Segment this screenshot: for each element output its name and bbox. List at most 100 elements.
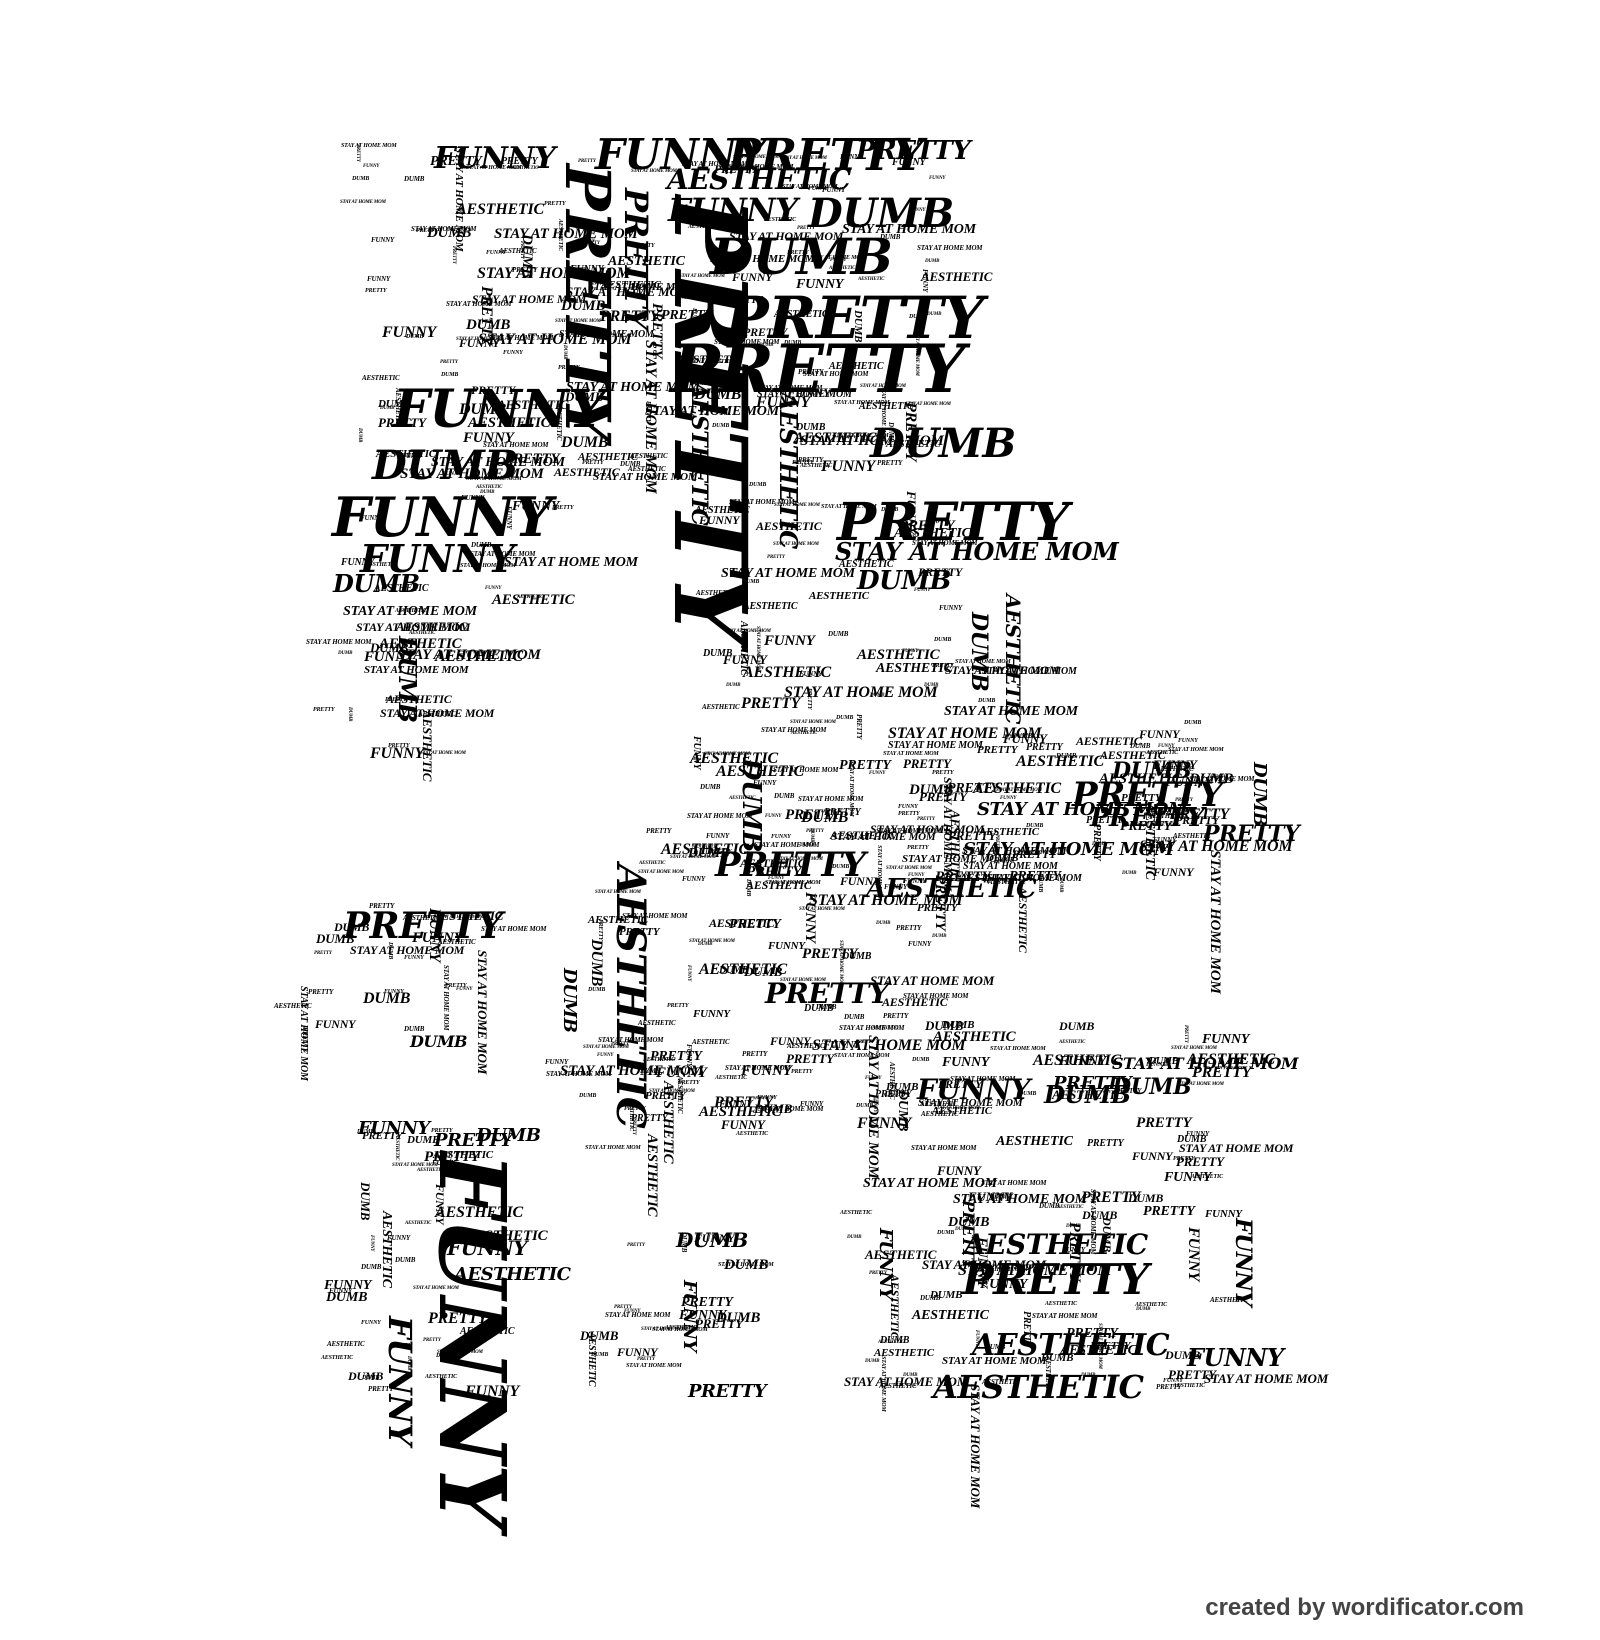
cloud-word-dumb: DUMB (357, 428, 362, 443)
cloud-word-stay-at-home-mom: STAY AT HOME MOM (917, 244, 983, 252)
cloud-word-aesthetic: AESTHETIC (379, 636, 462, 652)
cloud-word-stay-at-home-mom: STAY AT HOME MOM (790, 720, 836, 725)
cloud-word-pretty: PRETTY (938, 1077, 983, 1091)
cloud-word-dumb: DUMB (924, 683, 939, 688)
cloud-word-aesthetic: AESTHETIC (996, 1134, 1073, 1149)
cloud-word-stay-at-home-mom: STAY AT HOME MOM (888, 725, 1042, 742)
cloud-word-aesthetic: AESTHETIC (386, 692, 452, 706)
cloud-word-pretty: PRETTY (798, 368, 824, 376)
cloud-word-dumb: DUMB (842, 951, 872, 962)
cloud-word-stay-at-home-mom: STAY AT HOME MOM (982, 666, 1077, 677)
cloud-word-pretty: PRETTY (624, 1106, 646, 1112)
cloud-word-dumb: DUMB (407, 1134, 440, 1146)
cloud-word-aesthetic: AESTHETIC (1146, 750, 1178, 756)
cloud-word-funny: FUNNY (768, 876, 785, 881)
cloud-word-pretty: PRETTY (597, 919, 603, 941)
cloud-word-aesthetic: AESTHETIC (964, 1228, 1148, 1261)
cloud-word-dumb: DUMB (326, 1290, 368, 1305)
cloud-word-dumb: DUMB (580, 1328, 619, 1343)
cloud-word-pretty: PRETTY (558, 365, 580, 371)
cloud-word-dumb: DUMB (801, 809, 849, 826)
cloud-word-aesthetic: AESTHETIC (702, 703, 740, 711)
cloud-word-pretty: PRETTY (667, 1003, 689, 1009)
cloud-word-dumb: DUMB (1184, 720, 1202, 726)
cloud-word-dumb: DUMB (1082, 1208, 1118, 1222)
cloud-word-pretty: PRETTY (1143, 1204, 1195, 1219)
cloud-word-funny: FUNNY (693, 1008, 730, 1020)
cloud-word-stay-at-home-mom: STAY AT HOME MOM (955, 659, 1011, 665)
cloud-word-pretty: PRETTY (633, 243, 655, 249)
cloud-word-stay-at-home-mom: STAY AT HOME MOM (880, 1356, 886, 1412)
cloud-word-dumb: DUMB (363, 990, 411, 1007)
cloud-word-pretty: PRETTY (578, 159, 596, 164)
cloud-word-funny: FUNNY (914, 588, 931, 593)
cloud-word-stay-at-home-mom: STAY AT HOME MOM (839, 1024, 905, 1032)
cloud-word-funny: FUNNY (732, 270, 773, 284)
cloud-word-dumb: DUMB (471, 541, 492, 549)
cloud-word-dumb: DUMB (930, 1289, 963, 1301)
cloud-word-pretty: PRETTY (631, 1113, 668, 1124)
cloud-word-aesthetic: AESTHETIC (692, 1038, 730, 1046)
cloud-word-dumb: DUMB (352, 176, 370, 182)
cloud-word-pretty: PRETTY (714, 162, 759, 176)
cloud-word-dumb: DUMB (338, 651, 353, 656)
cloud-word-funny: FUNNY (384, 989, 404, 995)
cloud-word-aesthetic: AESTHETIC (746, 878, 812, 892)
cloud-word-aesthetic: AESTHETIC (1191, 1174, 1223, 1180)
cloud-word-pretty: PRETTY (1053, 1073, 1132, 1094)
cloud-word-dumb: DUMB (828, 630, 849, 638)
cloud-word-stay-at-home-mom: STAY AT HOME MOM (876, 827, 942, 835)
cloud-word-aesthetic: AESTHETIC (465, 1228, 548, 1244)
cloud-word-pretty: PRETTY (896, 924, 922, 932)
cloud-word-dumb: DUMB (903, 1373, 918, 1378)
cloud-word-funny: FUNNY (463, 430, 514, 446)
cloud-word-stay-at-home-mom: STAY AT HOME MOM (466, 165, 522, 171)
cloud-word-stay-at-home-mom: STAY AT HOME MOM (733, 155, 779, 160)
cloud-word-aesthetic: AESTHETIC (857, 647, 940, 663)
cloud-word-aesthetic: AESTHETIC (988, 878, 1026, 886)
cloud-word-dumb: DUMB (870, 420, 1016, 467)
cloud-word-pretty: PRETTY (646, 827, 672, 835)
cloud-word-dumb: DUMB (880, 1335, 910, 1346)
cloud-word-aesthetic: AESTHETIC (554, 465, 620, 479)
cloud-word-stay-at-home-mom: STAY AT HOME MOM (761, 726, 827, 734)
cloud-word-stay-at-home-mom: STAY AT HOME MOM (911, 1144, 977, 1152)
cloud-word-aesthetic: AESTHETIC (800, 463, 832, 469)
cloud-word-pretty: PRETTY (390, 1343, 412, 1349)
cloud-word-dumb: DUMB (966, 612, 992, 692)
cloud-word-pretty: PRETTY (619, 926, 660, 938)
cloud-word-funny: FUNNY (917, 1073, 1030, 1106)
cloud-word-aesthetic: AESTHETIC (878, 1340, 905, 1345)
cloud-word-aesthetic: AESTHETIC (405, 1221, 432, 1226)
cloud-word-funny: FUNNY (808, 186, 828, 192)
cloud-word-dumb: DUMB (856, 1103, 874, 1109)
cloud-word-dumb: DUMB (395, 1256, 416, 1264)
cloud-word-aesthetic: AESTHETIC (1187, 1051, 1276, 1068)
cloud-word-stay-at-home-mom: STAY AT HOME MOM (411, 225, 477, 233)
cloud-word-aesthetic: AESTHETIC (274, 1002, 312, 1010)
cloud-word-pretty: PRETTY (877, 459, 903, 467)
cloud-word-pretty: PRETTY (308, 988, 334, 996)
cloud-word-dumb: DUMB (698, 942, 713, 947)
cloud-word-stay-at-home-mom: STAY AT HOME MOM (478, 331, 632, 348)
cloud-word-funny: FUNNY (741, 1063, 792, 1079)
cloud-word-funny: FUNNY (1185, 1227, 1202, 1282)
cloud-word-funny: FUNNY (830, 258, 847, 263)
cloud-word-pretty: PRETTY (729, 917, 781, 932)
cloud-word-dumb: DUMB (925, 259, 940, 264)
cloud-word-pretty: PRETTY (1066, 1326, 1118, 1341)
cloud-word-stay-at-home-mom: STAY AT HOME MOM (996, 788, 1042, 793)
cloud-word-funny: FUNNY (699, 513, 740, 527)
cloud-word-stay-at-home-mom: STAY AT HOME MOM (765, 880, 821, 886)
cloud-word-pretty: PRETTY (742, 1050, 768, 1058)
cloud-word-stay-at-home-mom: STAY AT HOME MOM (777, 857, 823, 862)
cloud-word-pretty: PRETTY (445, 983, 467, 989)
cloud-word-pretty: PRETTY (544, 201, 566, 207)
cloud-word-pretty: PRETTY (837, 492, 1069, 553)
cloud-word-aesthetic: AESTHETIC (1156, 765, 1194, 773)
cloud-word-aesthetic: AESTHETIC (643, 1057, 675, 1063)
cloud-word-funny: FUNNY (1146, 1062, 1166, 1068)
cloud-word-funny: FUNNY (821, 458, 876, 475)
cloud-word-dumb: DUMB (927, 312, 942, 317)
cloud-word-dumb: DUMB (920, 1294, 941, 1302)
